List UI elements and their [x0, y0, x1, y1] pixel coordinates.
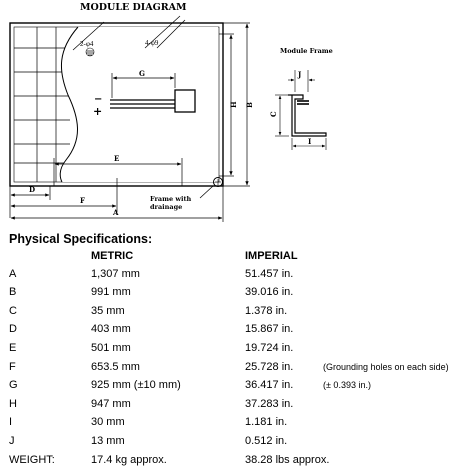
spec-row: H 947 mm 37.283 in. — [0, 398, 472, 416]
spec-label: J — [9, 435, 15, 447]
spec-metric: 501 mm — [91, 342, 131, 354]
dim-h-b — [219, 22, 250, 187]
dim-label-d: D — [29, 185, 35, 194]
spec-imperial: 39.016 in. — [245, 286, 294, 298]
spec-imperial: 51.457 in. — [245, 268, 294, 280]
spec-imperial: 0.512 in. — [245, 435, 288, 447]
dim-label-f: F — [80, 196, 85, 205]
frame-title: Module Frame — [280, 47, 333, 55]
spec-note: (± 0.393 in.) — [323, 380, 371, 390]
junction-box — [110, 89, 196, 113]
spec-metric: 17.4 kg approx. — [91, 454, 167, 466]
spec-metric: 653.5 mm — [91, 361, 140, 373]
spec-row: I 30 mm 1.181 in. — [0, 416, 472, 434]
spec-imperial: 36.417 in. — [245, 379, 294, 391]
frame-profile — [275, 70, 327, 150]
cell-grid — [14, 27, 70, 182]
spec-row: E 501 mm 19.724 in. — [0, 342, 472, 360]
dim-e — [53, 158, 183, 186]
spec-row: A 1,307 mm 51.457 in. — [0, 268, 472, 286]
spec-row: J 13 mm 0.512 in. — [0, 435, 472, 453]
callout-holes-large: 4-φ9 — [145, 39, 159, 47]
module-diagram: MODULE DIAGRAM − + — [9, 2, 333, 222]
dim-d — [9, 186, 51, 218]
frame-drainage-note-1: Frame with — [150, 195, 191, 203]
spec-imperial: 15.867 in. — [245, 323, 294, 335]
dim-label-a: A — [112, 208, 119, 217]
dim-label-c: C — [269, 111, 278, 117]
dim-label-e: E — [114, 154, 119, 163]
dim-label-j: J — [297, 70, 302, 79]
spec-metric: 403 mm — [91, 323, 131, 335]
spec-label: G — [9, 379, 18, 391]
dim-f — [10, 178, 118, 212]
spec-imperial: 1.378 in. — [245, 305, 288, 317]
spec-metric: 947 mm — [91, 398, 131, 410]
diagram-title: MODULE DIAGRAM — [80, 2, 187, 13]
dim-label-i: I — [308, 137, 311, 146]
dim-label-g: G — [139, 69, 145, 78]
spec-metric: 925 mm (±10 mm) — [91, 379, 181, 391]
spec-row: C 35 mm 1.378 in. — [0, 305, 472, 323]
spec-imperial: 38.28 lbs approx. — [245, 454, 330, 466]
spec-label: E — [9, 342, 17, 354]
specs-title: Physical Specifications: — [9, 232, 153, 246]
dim-label-h: H — [229, 101, 238, 108]
spec-metric: 30 mm — [91, 416, 125, 428]
col-header-metric: METRIC — [91, 250, 134, 262]
spec-imperial: 25.728 in. — [245, 361, 294, 373]
spec-imperial: 19.724 in. — [245, 342, 294, 354]
polarity-plus-label: + — [93, 105, 102, 118]
spec-imperial: 1.181 in. — [245, 416, 288, 428]
spec-label: I — [9, 416, 13, 428]
spec-imperial: 37.283 in. — [245, 398, 294, 410]
spec-row: G 925 mm (±10 mm) 36.417 in. (± 0.393 in… — [0, 379, 472, 397]
spec-label: F — [9, 361, 16, 373]
spec-row: F 653.5 mm 25.728 in. (Grounding holes o… — [0, 361, 472, 379]
spec-metric: 13 mm — [91, 435, 125, 447]
spec-label: B — [9, 286, 17, 298]
dim-g — [111, 73, 176, 98]
spec-label: H — [9, 398, 17, 410]
hole-callouts — [72, 15, 186, 57]
grounding-hole — [199, 177, 223, 199]
spec-metric: 991 mm — [91, 286, 131, 298]
spec-label: C — [9, 305, 17, 317]
dim-label-b: B — [245, 102, 254, 108]
dim-a — [10, 186, 224, 222]
spec-label: A — [9, 268, 17, 280]
spec-metric: 1,307 mm — [91, 268, 140, 280]
frame-drainage-note-2: drainage — [150, 203, 182, 211]
col-header-imperial: IMPERIAL — [245, 250, 298, 262]
spec-row-weight: WEIGHT: 17.4 kg approx. 38.28 lbs approx… — [0, 454, 472, 472]
callout-holes-small: 2-φ4 — [80, 40, 94, 48]
spec-label: WEIGHT: — [9, 454, 55, 466]
spec-metric: 35 mm — [91, 305, 125, 317]
spec-row: B 991 mm 39.016 in. — [0, 286, 472, 304]
spec-note: (Grounding holes on each side) — [323, 362, 449, 372]
polarity-minus-label: − — [94, 94, 102, 105]
spec-row: D 403 mm 15.867 in. — [0, 323, 472, 341]
spec-label: D — [9, 323, 17, 335]
